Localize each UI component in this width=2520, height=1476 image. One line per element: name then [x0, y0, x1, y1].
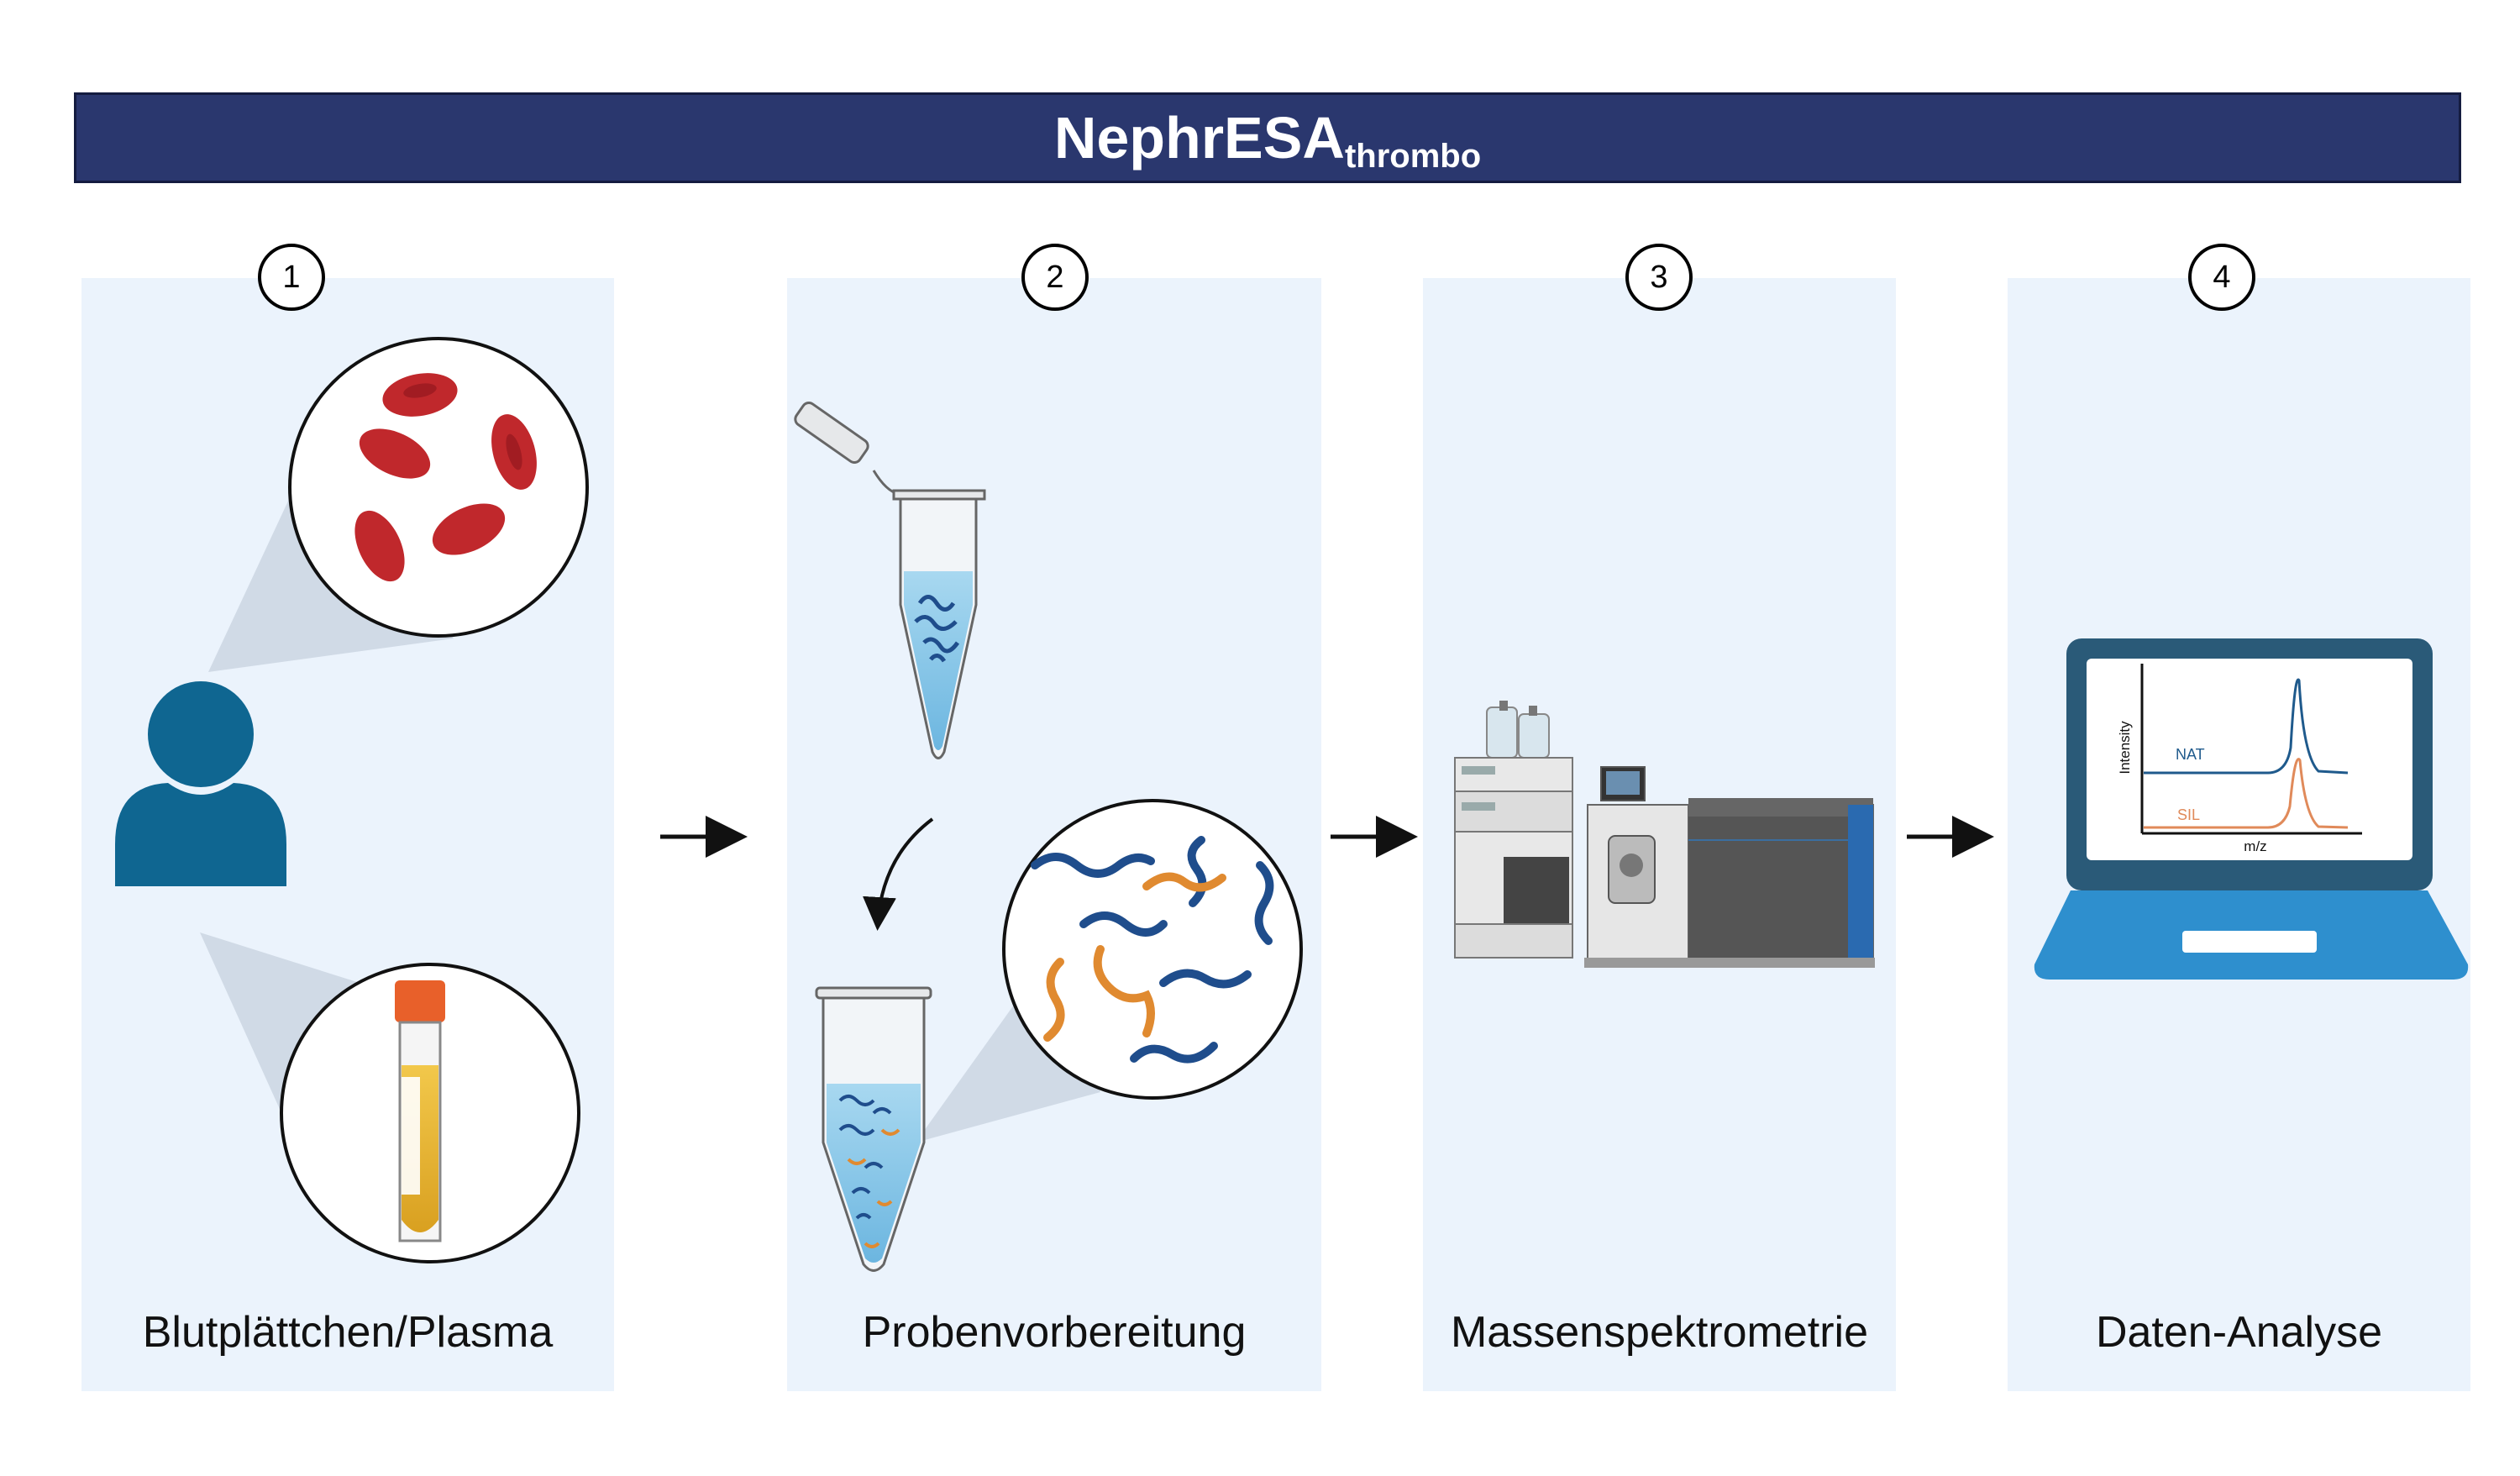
spectrum-x-label: m/z	[2244, 838, 2267, 854]
step-label-4: Daten-Analyse	[2095, 1308, 2383, 1357]
title-subscript: thrombo	[1344, 137, 1482, 175]
series-label-sil: SIL	[2177, 806, 2201, 823]
series-label-nat: NAT	[2176, 746, 2205, 763]
peptides-icon	[1002, 799, 1303, 1100]
spectrum-y-label: Intensity	[2117, 721, 2133, 775]
nat-trace	[2144, 678, 2349, 775]
step-label-2: Probenvorbereitung	[862, 1308, 1247, 1357]
mass-spectrometer-icon	[1454, 701, 1875, 968]
sil-trace	[2144, 758, 2349, 829]
step-number-4: 4	[2188, 244, 2255, 311]
zoom-cone-tube	[200, 932, 386, 1159]
step-number-2: 2	[1021, 244, 1089, 311]
red-blood-cells-icon	[288, 337, 589, 638]
eppendorf-tube-digested	[815, 986, 932, 1272]
blood-tube-icon	[280, 963, 580, 1263]
step-label-3: Massenspektrometrie	[1450, 1308, 1869, 1357]
curved-arrow	[863, 817, 934, 931]
laptop-icon	[2034, 638, 2469, 980]
title-main: NephrESA	[1053, 105, 1345, 171]
eppendorf-tube-icon	[794, 401, 986, 759]
step-number-3: 3	[1625, 244, 1693, 311]
spectrum-chart	[2140, 664, 2362, 835]
step-label-1: Blutplättchen/Plasma	[142, 1308, 554, 1357]
person-icon	[115, 681, 286, 886]
step-number-1: 1	[258, 244, 325, 311]
